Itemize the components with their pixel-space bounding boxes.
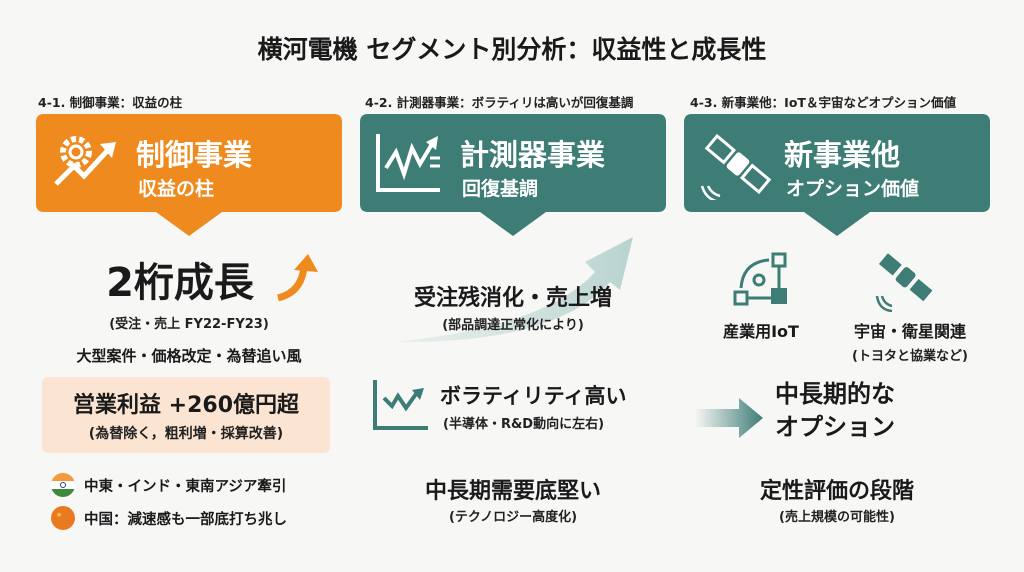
volatile-chart-icon <box>376 134 440 192</box>
up-arrow-icon <box>276 254 318 302</box>
section-label-new-business: 4-3. 新事業他：IoT＆宇宙などオプション価値 <box>690 95 956 110</box>
option-line-1: 中長期的な <box>775 380 895 408</box>
point-qualitative: 定性評価の段階 <box>759 479 914 504</box>
point-demand-sub: (テクノロジー高度化) <box>448 510 578 525</box>
gear-growth-arrow-icon <box>54 136 116 186</box>
svg-text:★: ★ <box>56 511 62 519</box>
point-volatility: ボラティリティ高い <box>440 384 627 408</box>
satellite-icon <box>875 253 933 312</box>
banner-title: 計測器事業 <box>460 138 606 172</box>
point-backlog: 受注残消化・売上増 <box>413 286 612 311</box>
page-title: 横河電機 セグメント別分析：収益性と成長性 <box>257 35 767 64</box>
iot-network-icon <box>733 252 787 306</box>
satellite-icon <box>700 133 772 200</box>
headline-growth: 2桁成長 <box>106 260 254 306</box>
section-label-control: 4-1. 制御事業：収益の柱 <box>38 95 183 110</box>
banner-subtitle: オプション価値 <box>786 178 920 200</box>
point-volatility-sub: (半導体・R&D動向に左右) <box>443 417 605 432</box>
banner-title: 制御事業 <box>136 138 253 172</box>
banner-title: 新事業他 <box>784 138 901 172</box>
region-text: 中東・インド・東南アジア牽引 <box>84 479 287 495</box>
section-label-measurement: 4-2. 計測器事業：ボラティリは高いが回復基調 <box>365 95 634 110</box>
banner-subtitle: 収益の柱 <box>138 178 215 200</box>
space-label: 宇宙・衛星関連 <box>853 322 966 341</box>
headline-sub: (受注・売上 FY22-FY23) <box>109 317 269 332</box>
point-demand: 中長期需要底堅い <box>424 479 601 504</box>
volatility-chart-icon <box>373 380 428 430</box>
banner-control: 制御事業 収益の柱 <box>36 114 342 236</box>
banner-new-business: 新事業他 オプション価値 <box>684 114 990 236</box>
recovery-swoosh-arrow <box>395 237 633 343</box>
china-flag-icon: ★ <box>51 506 75 530</box>
banner-subtitle: 回復基調 <box>462 178 539 200</box>
region-text: 中国：減速感も一部底打ち兆し <box>84 512 287 528</box>
right-arrow-icon <box>695 398 763 438</box>
growth-drivers: 大型案件・価格改定・為替追い風 <box>76 347 302 365</box>
option-line-2: オプション <box>775 413 895 441</box>
option-text: 中長期的な オプション <box>775 378 895 444</box>
profit-sub: (為替除く，粗利増・採算改善) <box>88 426 284 442</box>
profit-box: 営業利益 +260億円超 (為替除く，粗利増・採算改善) <box>42 377 330 453</box>
banner-measurement: 計測器事業 回復基調 <box>360 114 666 236</box>
point-qualitative-sub: (売上規模の可能性) <box>779 510 895 525</box>
point-backlog-sub: (部品調達正常化により) <box>442 318 584 333</box>
profit-value: 営業利益 +260億円超 <box>72 393 300 418</box>
space-sub: (トヨタと協業など) <box>852 349 968 364</box>
india-flag-icon <box>51 473 75 497</box>
iot-label: 産業用IoT <box>723 322 799 341</box>
